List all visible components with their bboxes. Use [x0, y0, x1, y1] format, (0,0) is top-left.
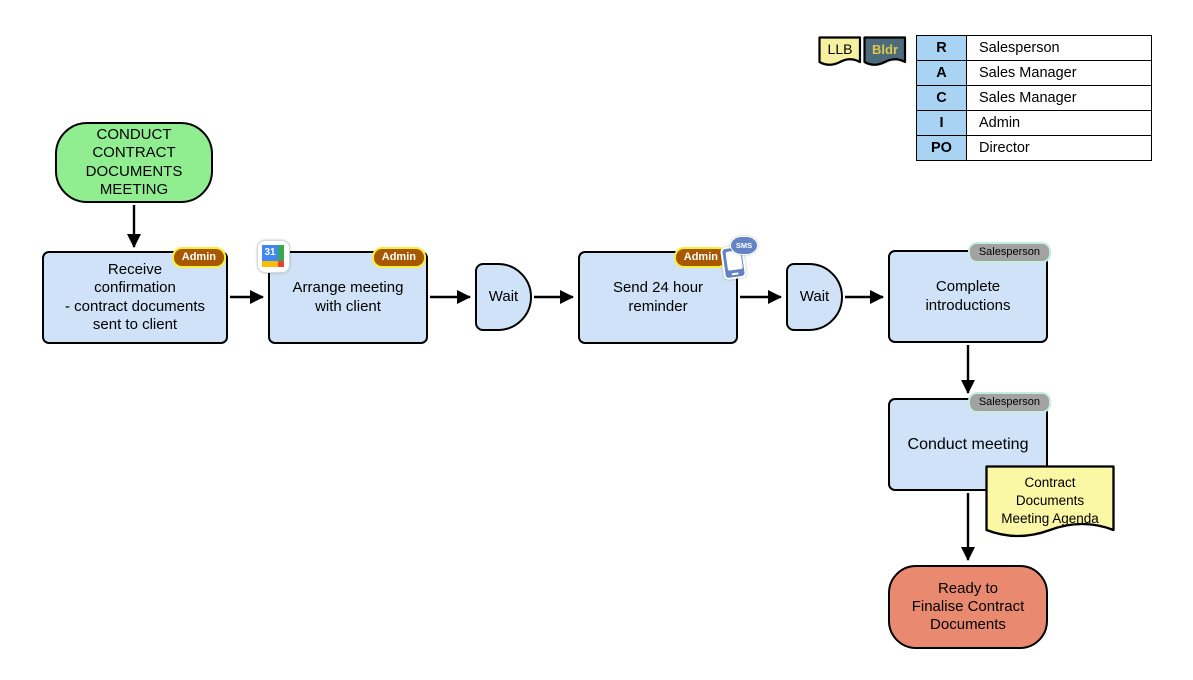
node-wait-1: Wait — [475, 263, 532, 331]
node-receive-confirmation: Receive confirmation - contract document… — [42, 247, 228, 344]
start-label: CONDUCT CONTRACT DOCUMENTS MEETING — [85, 125, 183, 198]
raci-key-cell: I — [916, 110, 967, 136]
raci-key-cell: PO — [916, 135, 967, 161]
table-row: I Admin — [916, 110, 1152, 136]
raci-key-cell: C — [916, 85, 967, 111]
admin-badge: Admin — [371, 247, 426, 268]
sms-icon: SMS — [719, 236, 758, 281]
google-calendar-grid: 31 — [262, 245, 284, 267]
salesperson-badge: Salesperson — [967, 392, 1051, 413]
raci-role-cell: Director — [966, 135, 1152, 161]
raci-key-cell: R — [916, 35, 967, 61]
node-arrange-meeting: Arrange meeting with client Admin 31 — [257, 240, 428, 344]
salesperson-badge: Salesperson — [967, 242, 1051, 263]
receive-label: Receive confirmation - contract document… — [64, 260, 206, 333]
tag-llb-label: LLB — [827, 41, 853, 57]
sms-bubble: SMS — [730, 236, 758, 255]
introductions-label: Complete introductions — [925, 278, 1011, 314]
document-meeting-agenda-label: Contract Documents Meeting Agenda — [1001, 475, 1099, 527]
wait-label: Wait — [488, 287, 519, 305]
tag-llb-shape — [818, 36, 862, 66]
table-row: C Sales Manager — [916, 85, 1152, 111]
reminder-label: Send 24 hour reminder — [612, 279, 704, 315]
raci-key-cell: A — [916, 60, 967, 86]
calendar-day-number: 31 — [262, 245, 278, 261]
admin-badge: Admin — [673, 247, 728, 268]
raci-table: R Salesperson A Sales Manager C Sales Ma… — [916, 35, 1152, 161]
raci-role-cell: Sales Manager — [966, 60, 1152, 86]
tag-bldr-shape — [863, 36, 907, 66]
node-start-terminator: CONDUCT CONTRACT DOCUMENTS MEETING — [55, 122, 213, 203]
table-row: PO Director — [916, 135, 1152, 161]
raci-role-cell: Salesperson — [966, 35, 1152, 61]
calendar-yellow-bar — [262, 261, 278, 267]
node-wait-2: Wait — [786, 263, 843, 331]
node-complete-introductions: Complete introductions Salesperson — [888, 242, 1051, 343]
calendar-red-corner — [278, 261, 284, 267]
table-row: R Salesperson — [916, 35, 1152, 61]
phone-homebar — [731, 271, 739, 276]
table-row: A Sales Manager — [916, 60, 1152, 86]
raci-role-cell: Admin — [966, 110, 1152, 136]
raci-role-cell: Sales Manager — [966, 85, 1152, 111]
end-label: Ready to Finalise Contract Documents — [911, 579, 1025, 634]
arrange-label: Arrange meeting with client — [292, 279, 404, 315]
conduct-label: Conduct meeting — [907, 435, 1029, 453]
admin-badge: Admin — [171, 247, 226, 268]
document-meeting-agenda-shape — [985, 465, 1115, 538]
calendar-green-bar — [278, 245, 284, 261]
node-end-terminator: Ready to Finalise Contract Documents — [888, 565, 1048, 649]
wait-label: Wait — [799, 287, 830, 305]
tag-bldr-label: Bldr — [872, 42, 898, 57]
node-send-reminder: Send 24 hour reminder Admin SMS — [578, 236, 758, 344]
google-calendar-icon: 31 — [257, 240, 290, 273]
